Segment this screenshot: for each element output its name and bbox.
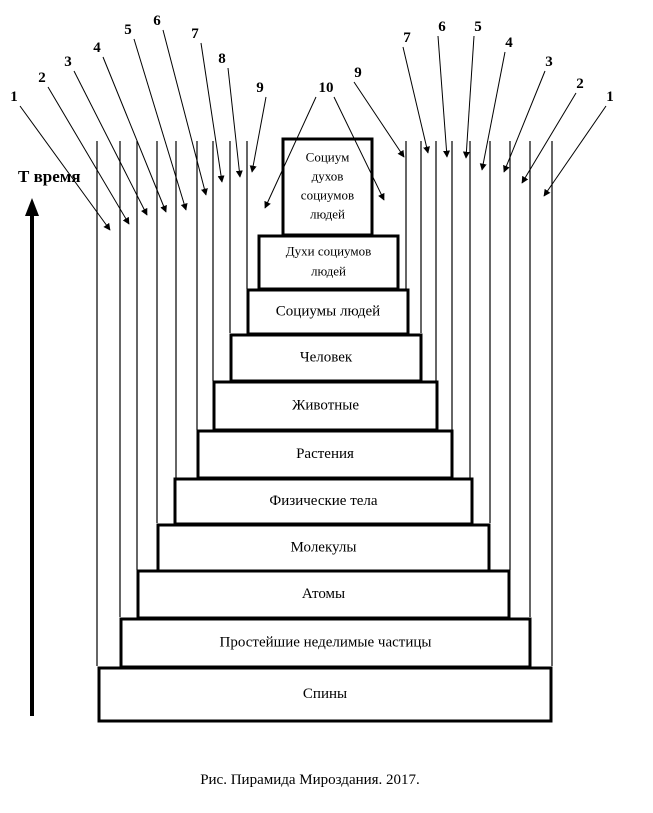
tier-box: Спины — [97, 666, 553, 723]
tier-box: Атомы — [136, 569, 511, 620]
tier-box: Физические тела — [173, 477, 474, 526]
tier-label: Духи социумов — [286, 243, 371, 258]
left-level-number: 9 — [256, 80, 264, 96]
left-level-number: 1 — [10, 89, 18, 105]
number-arrow — [479, 51, 506, 171]
tier-rect — [173, 477, 474, 526]
level-numbers: 1 2 3 4 5 6 7 8 9 1 2 3 4 5 6 7 9 10 — [10, 13, 614, 105]
right-level-number: 1 — [606, 89, 614, 105]
number-arrow — [249, 96, 267, 173]
number-arrow — [19, 105, 111, 231]
left-level-number: 8 — [218, 51, 226, 67]
tier-label: Социумы людей — [276, 303, 380, 319]
left-level-number: 6 — [153, 13, 161, 29]
number-arrow — [462, 35, 475, 159]
tier-box: Молекулы — [156, 523, 491, 573]
tier-rect — [196, 429, 454, 480]
figure-caption: Рис. Пирамида Мироздания. 2017. — [200, 772, 420, 788]
number-arrow — [264, 96, 317, 209]
tier-box: Духи социумов людей — [257, 234, 400, 291]
right-level-number: 2 — [576, 76, 584, 92]
tier-rect — [257, 234, 400, 291]
number-arrow — [73, 70, 148, 216]
tier-box: Социумы людей — [246, 288, 410, 336]
tier-rect — [281, 137, 374, 237]
number-arrow — [521, 92, 577, 184]
number-arrow — [503, 70, 546, 173]
number-arrows — [19, 29, 607, 231]
left-level-number: 7 — [191, 26, 199, 42]
tier-label: Атомы — [302, 586, 345, 602]
number-arrow — [162, 29, 208, 196]
left-level-number: 4 — [93, 40, 101, 56]
right-level-number: 7 — [403, 30, 411, 46]
right-level-number: 9 — [354, 65, 362, 81]
tier-label: социумов — [301, 187, 354, 202]
tier-box: Животные — [212, 380, 439, 432]
tier-label: людей — [310, 206, 345, 221]
number-arrow — [333, 96, 385, 201]
time-axis-label: Т время — [18, 167, 81, 186]
number-arrow — [402, 46, 430, 154]
tier-rect — [212, 380, 439, 432]
time-axis-arrowhead — [25, 198, 39, 216]
number-arrow — [102, 56, 167, 213]
tier-label: Молекулы — [291, 539, 357, 555]
right-level-number: 6 — [438, 19, 446, 35]
tier-box: Человек — [229, 333, 423, 383]
tier-label: Животные — [292, 397, 359, 413]
left-level-number: 3 — [64, 54, 72, 70]
tier-box: Растения — [196, 429, 454, 480]
tier-box: Простейшие неделимые частицы — [119, 617, 532, 669]
right-level-number: 3 — [545, 54, 553, 70]
left-level-number: 5 — [124, 22, 132, 38]
tier-label: Растения — [296, 446, 354, 462]
tier-label: Физические тела — [269, 493, 377, 509]
pyramid-tiers: Спины Простейшие неделимые частицы Атомы Мо… — [97, 137, 553, 723]
number-arrow — [227, 67, 243, 178]
left-level-number: 2 — [38, 70, 46, 86]
tier-label: Простейшие неделимые частицы — [220, 634, 432, 650]
number-arrow — [437, 35, 451, 158]
number-arrow — [353, 81, 405, 158]
number-arrow — [133, 38, 188, 211]
number-arrow — [543, 105, 607, 197]
tier-label: Социум — [306, 149, 350, 164]
right-level-number: 4 — [505, 35, 513, 51]
tier-label: духов — [312, 168, 344, 183]
number-arrow — [200, 42, 225, 183]
tier-box: Социум духов социумов людей — [281, 137, 374, 237]
guide-lines — [96, 141, 553, 666]
tier-label: Спины — [303, 686, 347, 702]
top-level-number: 10 — [319, 80, 334, 96]
tier-label: Человек — [300, 349, 353, 365]
tier-label: людей — [311, 263, 346, 278]
number-arrow — [47, 86, 130, 225]
right-level-number: 5 — [474, 19, 482, 35]
